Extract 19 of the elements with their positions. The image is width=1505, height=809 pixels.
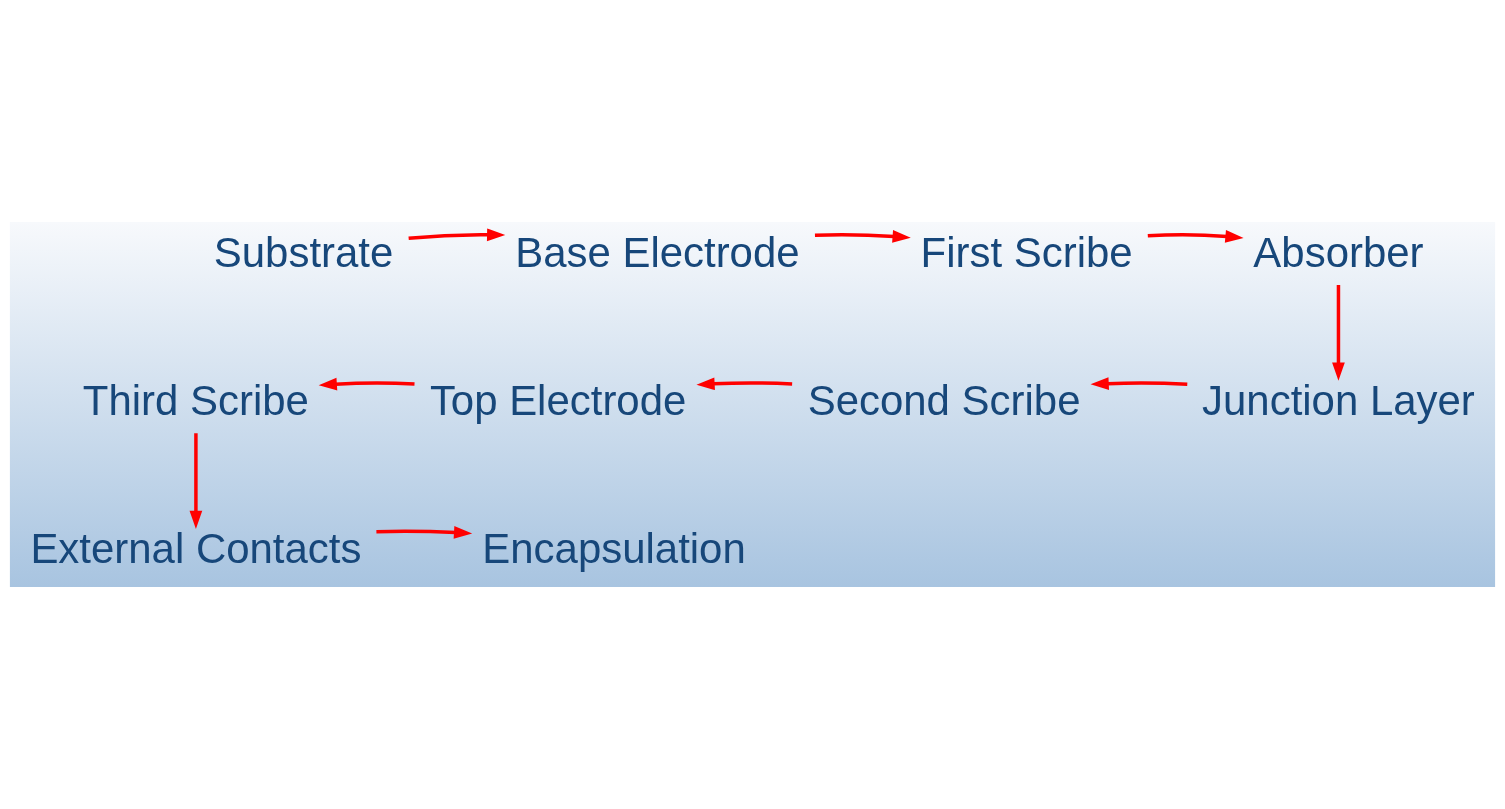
node-text: Absorber	[1253, 228, 1424, 276]
arrow	[408, 228, 506, 242]
arrow	[1147, 230, 1244, 243]
node-text: Third Scribe	[82, 376, 309, 424]
arrow	[189, 433, 203, 529]
node-text: External Contacts	[30, 525, 362, 573]
arrow	[318, 377, 415, 391]
arrow	[1090, 377, 1188, 390]
arrow	[376, 526, 473, 539]
arrow	[814, 230, 911, 243]
node-text: Junction Layer	[1202, 376, 1475, 424]
node-text: Substrate	[213, 228, 394, 276]
node-text: First Scribe	[920, 228, 1133, 276]
node-text: Encapsulation	[482, 525, 746, 573]
arrow	[1332, 285, 1345, 381]
node-text: Top Electrode	[429, 376, 687, 424]
node-text: Base Electrode	[515, 228, 800, 276]
node-text: Second Scribe	[807, 376, 1081, 424]
arrow	[696, 377, 793, 391]
